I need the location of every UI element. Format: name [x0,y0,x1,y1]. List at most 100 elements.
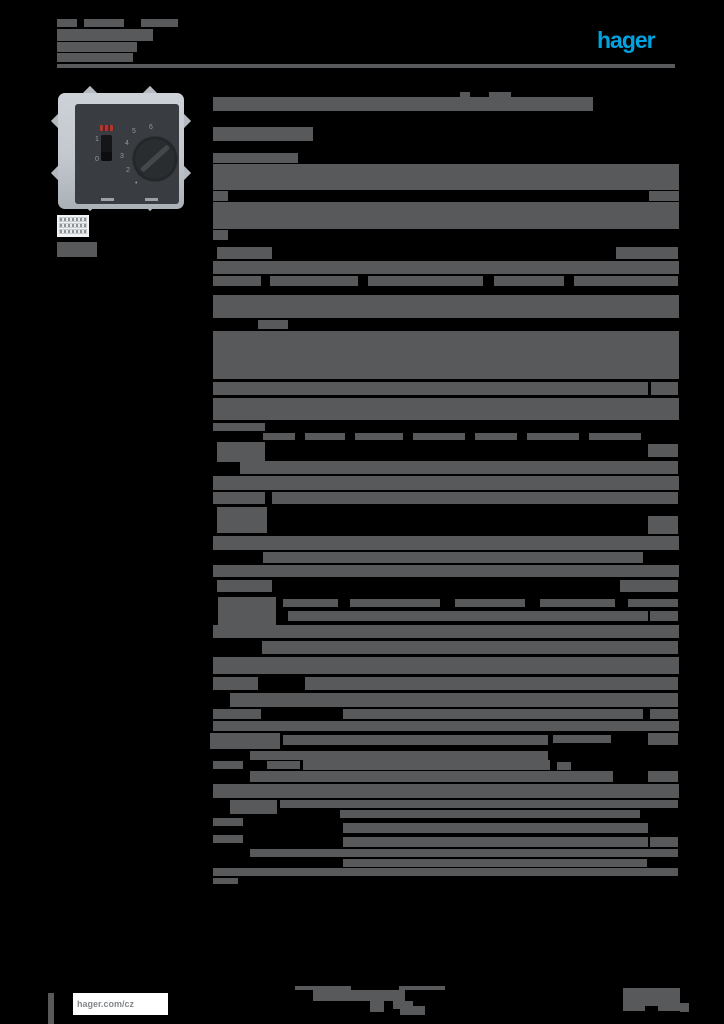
footer-edge-mark [48,993,54,1024]
redacted-text-bar [213,761,243,769]
redacted-text-bar [651,382,678,395]
redacted-text-bar [280,800,678,808]
rotary-knob [133,137,177,181]
redacted-text-bar [213,398,679,420]
redacted-text-bar [343,709,643,719]
redacted-text-bar [213,164,679,190]
redacted-text-bar [213,492,265,504]
redacted-text-bar [355,433,403,440]
redacted-text-bar [650,837,678,847]
redacted-text-bar [650,709,678,719]
redacted-text-bar [213,818,243,826]
redacted-text-bar [213,382,648,395]
dial-label: • [135,180,138,187]
dial-label: 5 [132,128,136,135]
redacted-text-bar [589,433,641,440]
redacted-text-bar [553,735,611,743]
redacted-text-bar [313,990,405,1001]
redacted-text-bar [370,998,384,1012]
certification-text-row [59,217,87,222]
dial-label: 4 [125,140,129,147]
redacted-text-bar [288,611,648,621]
redacted-text-bar [213,153,298,163]
redacted-text-bar [213,835,243,843]
redacted-text-bar [680,1003,689,1012]
redacted-text-bar [213,276,261,286]
redacted-text-bar [213,878,238,884]
redacted-text-bar [250,849,678,857]
redacted-text-bar [57,19,77,27]
rocker-switch [101,135,112,161]
redacted-text-bar [217,247,272,259]
redacted-text-bar [455,599,525,607]
redacted-text-bar [305,433,345,440]
redacted-text-bar [460,92,470,97]
redacted-text-bar [230,800,277,814]
header-rule [57,64,675,68]
redacted-text-bar [217,580,272,592]
redacted-text-bar [620,580,678,592]
redacted-text-bar [648,771,678,782]
redacted-text-bar [343,837,648,847]
redacted-text-bar [213,230,228,240]
redacted-text-bar [230,693,678,707]
redacted-text-bar [213,868,678,876]
redacted-text-bar [648,733,678,745]
redacted-text-bar [343,859,647,867]
dial-label: 3 [120,153,124,160]
redacted-text-bar [283,735,548,745]
redacted-text-bar [213,97,593,111]
redacted-text-bar [263,552,643,563]
redacted-text-bar [57,29,153,41]
redacted-text-bar [213,191,228,201]
redacted-text-bar [475,433,517,440]
redacted-text-bar [267,761,300,769]
redacted-text-bar [213,261,679,274]
redacted-text-bar [141,19,178,27]
redacted-text-bar [648,516,678,534]
redacted-text-bar [303,760,550,770]
redacted-text-bar [57,53,133,62]
redacted-text-bar [213,295,679,318]
redacted-text-bar [305,677,678,690]
redacted-text-bar [489,92,511,97]
redacted-text-bar [213,709,261,719]
redacted-text-bar [540,599,615,607]
redacted-text-bar [213,331,679,379]
redacted-text-bar [650,611,678,621]
dial-label: 6 [149,124,153,131]
redacted-text-bar [616,247,678,259]
redacted-text-bar [213,127,313,141]
redacted-text-bar [649,191,679,201]
footer-url-link[interactable]: hager.com/cz [77,999,135,1009]
product-ref-redacted [57,242,97,257]
redacted-text-bar [213,625,679,638]
hager-logo: hager [597,27,656,53]
redacted-text-bar [213,476,679,490]
redacted-text-bar [217,442,265,462]
redacted-text-bar [574,276,678,286]
redacted-text-bar [258,320,288,329]
redacted-text-bar [262,641,678,654]
dial-label: 0 [95,156,99,163]
redacted-text-bar [628,599,678,607]
redacted-text-bar [400,1006,425,1015]
redacted-text-bar [393,1001,413,1009]
dial-label: 2 [126,167,130,174]
redacted-text-bar [557,762,571,770]
redacted-text-bar [270,276,358,286]
redacted-text-bar [295,986,351,990]
redacted-text-bar [213,677,258,690]
redacted-text-bar [343,823,648,833]
redacted-text-bar [213,657,679,674]
knob-pointer [139,144,171,173]
redacted-text-bar [494,276,564,286]
certification-text-row [59,229,87,234]
redacted-text-bar [263,433,295,440]
led-indicator [100,125,114,131]
redacted-text-bar [84,19,124,27]
redacted-text-bar [648,444,678,457]
redacted-text-bar [213,536,679,550]
